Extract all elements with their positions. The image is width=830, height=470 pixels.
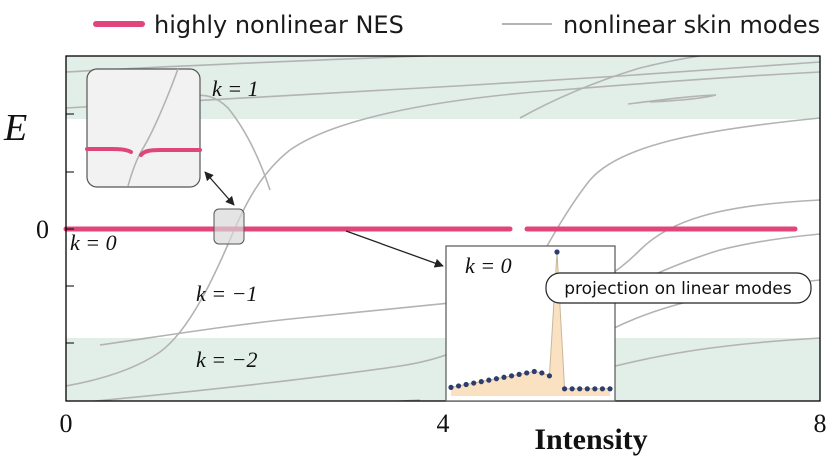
zoom-inset-skin-curve [127, 68, 179, 187]
band-km2 [66, 338, 820, 401]
projection-inset: k = 0 [445, 245, 616, 402]
projection-point [584, 386, 590, 392]
projection-point [493, 376, 500, 382]
projection-point [531, 368, 537, 375]
zoom-inset-nes-left [85, 147, 133, 154]
projection-arrow [345, 230, 444, 268]
projection-note: projection on linear modes [545, 272, 812, 304]
projection-point [592, 386, 598, 392]
skin-curve [519, 56, 704, 119]
projection-point [486, 377, 492, 383]
skin-curve [189, 94, 271, 191]
projection-point [546, 373, 553, 379]
projection-point [607, 386, 613, 392]
legend: highly nonlinear NES nonlinear skin mode… [93, 11, 820, 39]
legend-label-nes: highly nonlinear NES [154, 11, 404, 39]
projection-note-text: projection on linear modes [564, 279, 792, 299]
projection-point [524, 370, 530, 376]
projection-point [455, 383, 462, 389]
projection-point [501, 374, 507, 380]
skin-curve [599, 337, 820, 371]
skin-curve [66, 71, 820, 387]
band-label-k1: k = 1 [212, 76, 259, 101]
projection-line [450, 251, 610, 390]
y-tick-label: 0 [36, 215, 49, 244]
x-axis-label: Intensity [534, 423, 647, 456]
zoom-inset [85, 68, 202, 188]
legend-label-skin: nonlinear skin modes [563, 11, 820, 39]
projection-inset-label: k = 0 [465, 253, 512, 278]
band-label-km1: k = −1 [196, 281, 257, 306]
projection-point [539, 370, 545, 376]
projection-point [599, 386, 606, 392]
projection-point [478, 379, 484, 385]
band-label-km2: k = −2 [196, 347, 257, 372]
zoom-inset-nes-right [139, 148, 202, 157]
projection-inset-plot [448, 249, 613, 396]
band-label-k0: k = 0 [70, 230, 117, 255]
skin-curve [627, 94, 717, 105]
skin-curve [382, 399, 421, 401]
projection-point [554, 249, 560, 255]
projection-point [516, 371, 522, 377]
y-axis-label: E [3, 107, 27, 149]
projection-point [569, 386, 575, 392]
projection-point [448, 384, 454, 390]
zoom-marker [213, 208, 245, 245]
x-tick-labels: 0 4 8 [60, 409, 827, 438]
y-tick-marks [66, 113, 74, 344]
x-tick-label: 0 [60, 409, 73, 438]
projection-point [471, 380, 477, 386]
projection-point [463, 381, 469, 388]
projection-point [561, 386, 568, 392]
projection-point [508, 373, 515, 379]
x-tick-label: 4 [437, 409, 450, 438]
x-tick-label: 8 [814, 409, 827, 438]
projection-point [577, 386, 583, 392]
zoom-arrow [204, 171, 235, 206]
